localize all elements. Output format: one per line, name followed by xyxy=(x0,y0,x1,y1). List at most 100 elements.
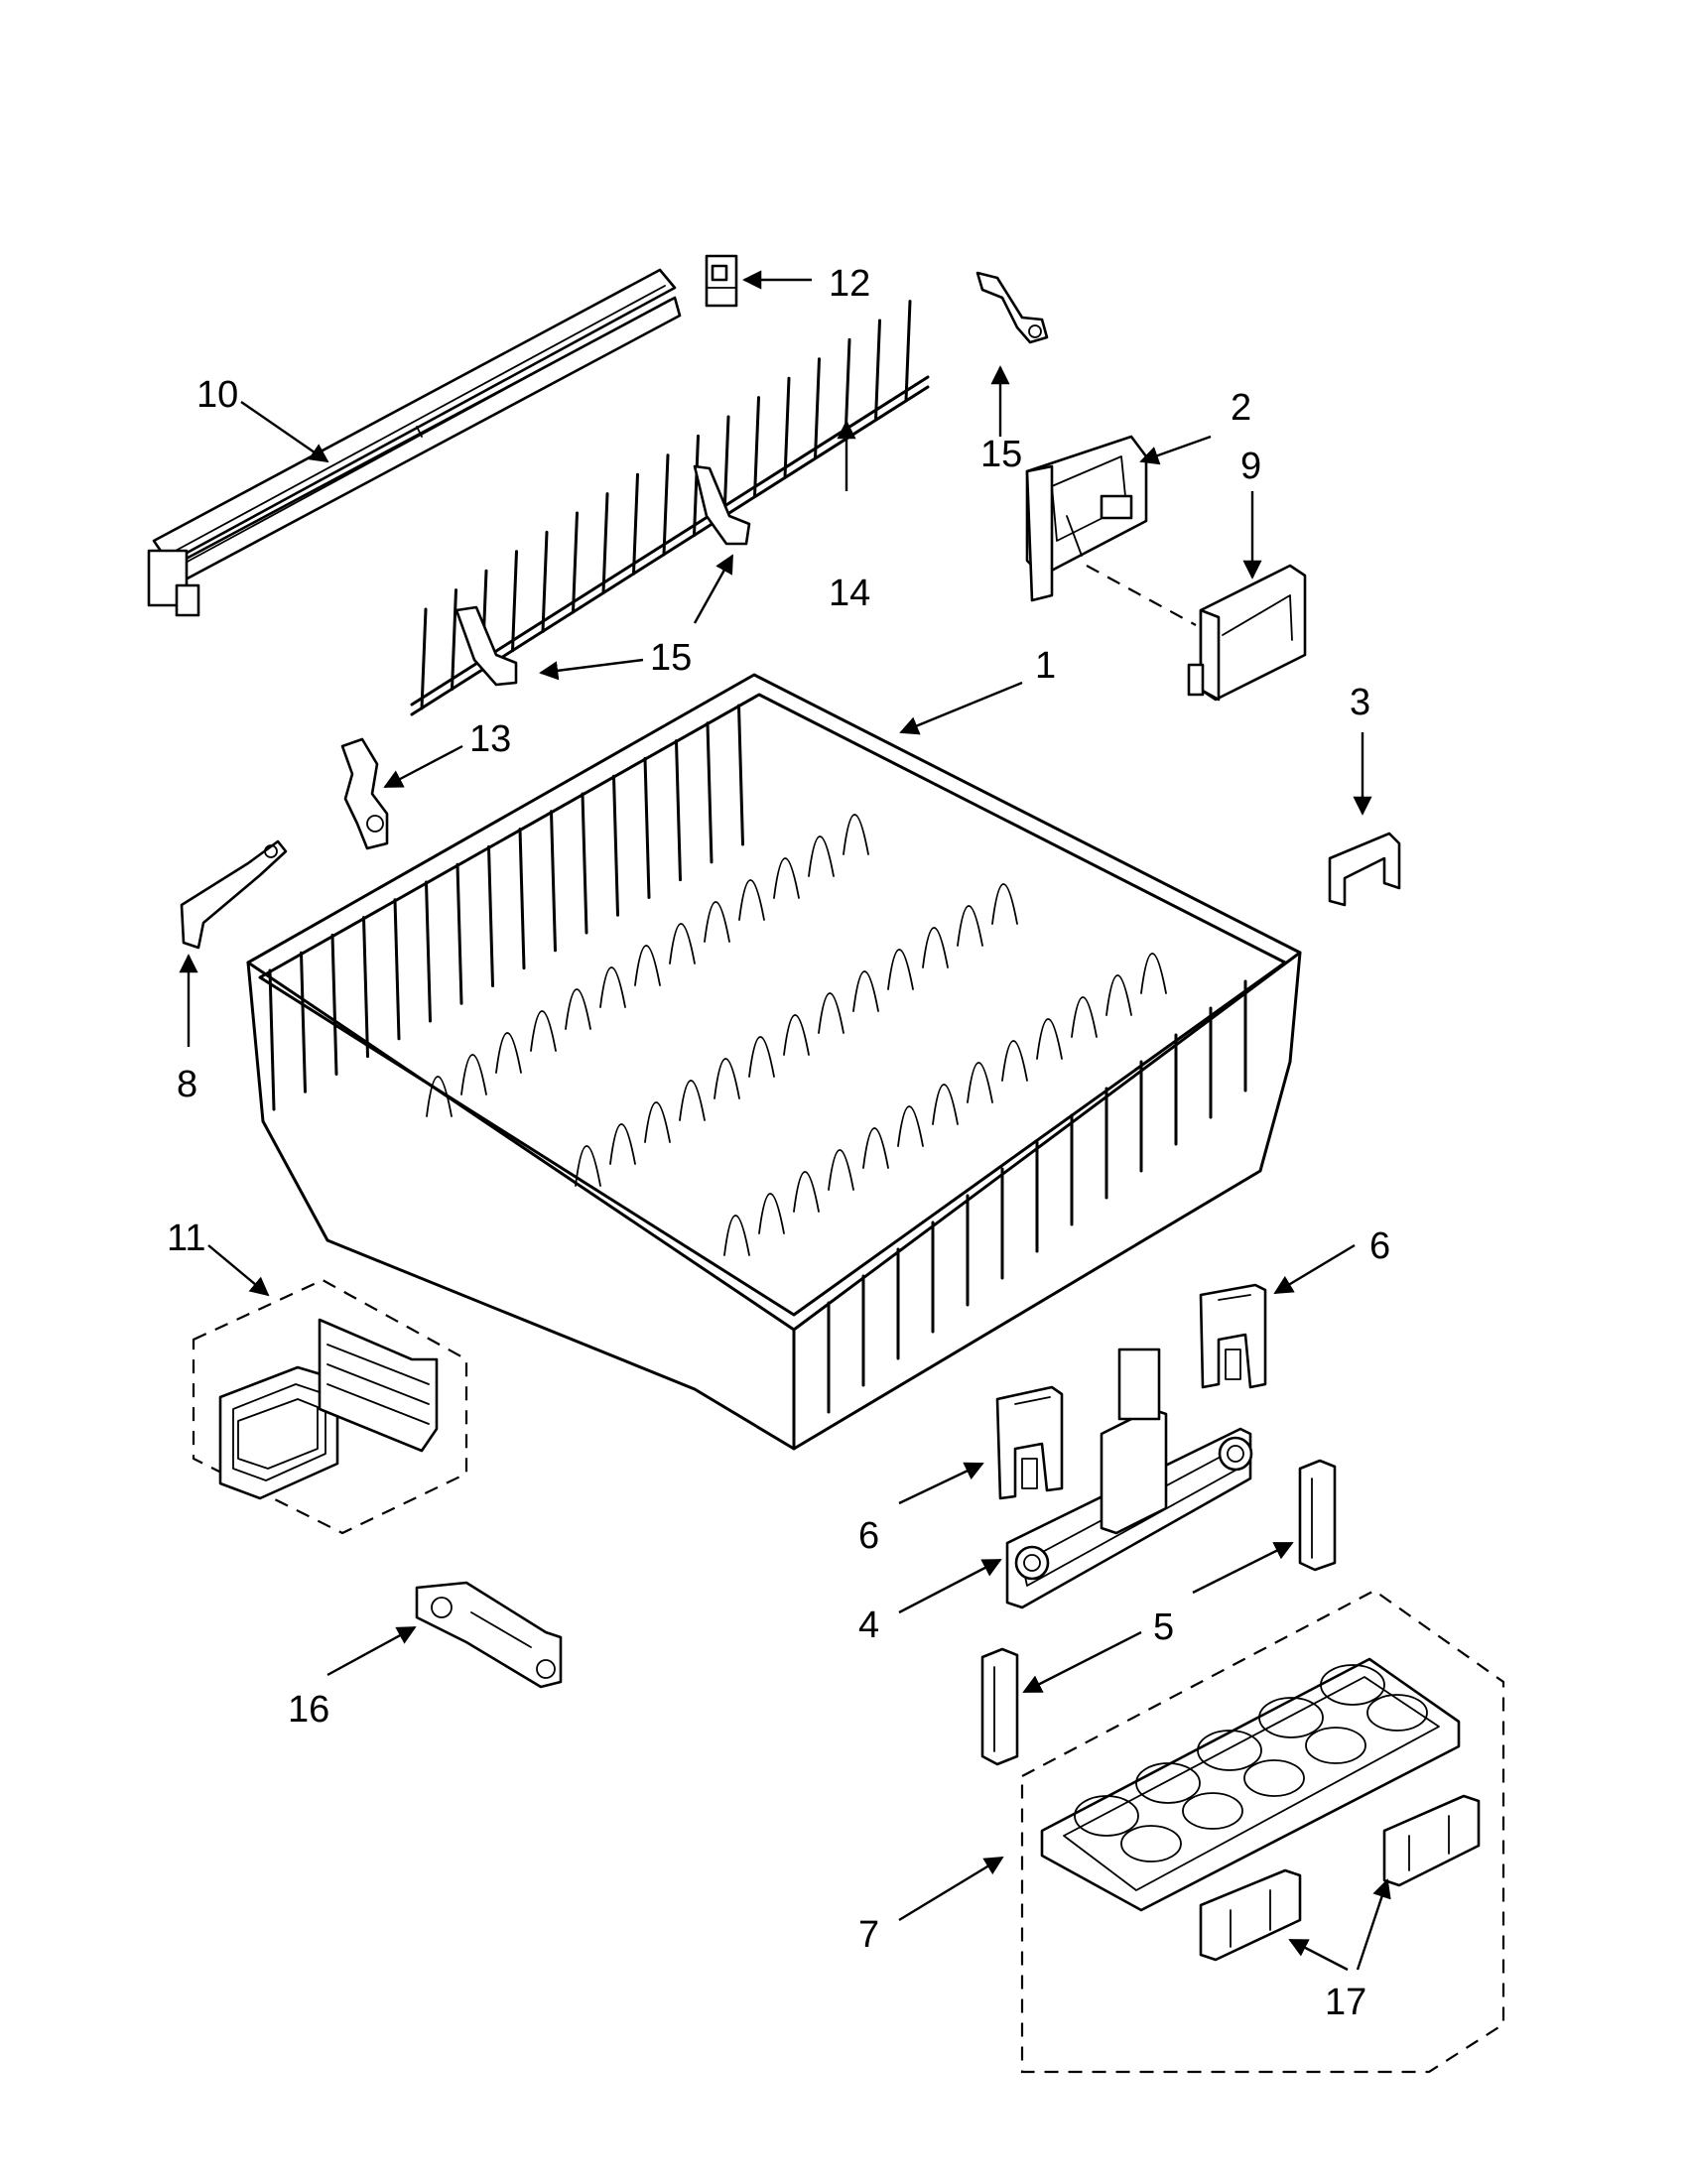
tray-cup-cell xyxy=(1120,1825,1182,1863)
rack-fold-tine xyxy=(669,923,696,964)
part-5-clip-right xyxy=(1298,1459,1337,1572)
tray-cup-cell xyxy=(1320,1664,1385,1706)
tine-wire xyxy=(511,550,518,653)
tray-cup-cell xyxy=(1243,1759,1305,1797)
part-3-clip xyxy=(1328,832,1401,907)
part-2-adjuster-bracket xyxy=(1025,435,1148,602)
tine-wire xyxy=(693,434,700,537)
part-15-clip-top xyxy=(975,271,1049,344)
tray-cup-cell xyxy=(1074,1795,1139,1837)
rack-fold-tine xyxy=(922,927,949,968)
rack-fold-tine xyxy=(495,1032,522,1074)
tine-wire xyxy=(662,453,670,557)
callout-labels: 1 2 3 4 5 6 6 7 8 9 10 11 12 13 14 15 15… xyxy=(167,263,1390,2023)
tine-wire xyxy=(541,530,549,633)
part-17-clip-left xyxy=(1199,1868,1302,1962)
rack-fold-tine xyxy=(748,1036,775,1078)
rack-wire xyxy=(268,968,276,1111)
part-4-adjuster-assembly xyxy=(1005,1348,1253,1609)
tray-cup-cell xyxy=(1197,1730,1262,1771)
tine-wire xyxy=(874,319,881,422)
rack-fold-tine xyxy=(599,966,626,1008)
rack-fold-tine xyxy=(897,1105,924,1147)
part-9-cover-plate xyxy=(1187,564,1307,702)
callout-6a: 6 xyxy=(1369,1225,1390,1267)
rack-fold-tine xyxy=(738,879,765,921)
tray-cup-cell xyxy=(1182,1792,1243,1830)
rack-fold-tine xyxy=(843,814,869,855)
rack-fold-tine xyxy=(679,1080,706,1121)
callout-17: 17 xyxy=(1325,1982,1366,2023)
rack-fold-tine xyxy=(1071,996,1098,1038)
rack-wire xyxy=(550,810,557,953)
part-8-lever xyxy=(180,839,288,950)
part-13-tine-clip xyxy=(340,737,389,850)
rack-fold-tine xyxy=(723,1215,750,1256)
rack-fold-tine xyxy=(1036,1018,1063,1060)
rack-fold-tine xyxy=(460,1054,487,1095)
rack-fold-tine xyxy=(818,992,844,1034)
part-6-clip-upper xyxy=(1199,1283,1267,1389)
callout-16: 16 xyxy=(288,1689,329,1731)
rack-fold-tine xyxy=(793,1171,820,1213)
tray-cup-cell xyxy=(1366,1694,1428,1732)
rack-fold-tine xyxy=(828,1149,854,1191)
callout-4: 4 xyxy=(858,1605,879,1646)
rack-wire xyxy=(612,774,619,917)
rack-fold-tine xyxy=(1105,974,1132,1016)
rack-fold-tine xyxy=(1001,1040,1028,1082)
part-17-clip-right xyxy=(1382,1794,1481,1887)
rack-fold-tine xyxy=(758,1193,785,1234)
rack-fold-tine xyxy=(957,905,983,947)
tine-wire xyxy=(722,415,730,518)
callout-1: 1 xyxy=(1035,645,1056,687)
part-10-rack-rail xyxy=(147,268,682,617)
part-12-clip xyxy=(705,254,738,308)
leader-lines xyxy=(179,270,1391,1972)
part-6-clip-lower xyxy=(995,1385,1064,1500)
rack-wire xyxy=(643,756,651,899)
tine-wire xyxy=(601,492,609,595)
rack-wire xyxy=(487,844,494,987)
rack-fold-tine xyxy=(530,1010,557,1052)
rack-fold-tine xyxy=(967,1062,993,1103)
callout-8: 8 xyxy=(177,1064,197,1105)
rack-wire xyxy=(581,792,588,935)
rack-fold-tine xyxy=(714,1058,740,1099)
tine-wire xyxy=(420,607,428,710)
rack-fold-tine xyxy=(575,1145,601,1187)
part-7-cup-shelf-assembly xyxy=(1020,1589,1505,2074)
callout-5: 5 xyxy=(1153,1606,1174,1648)
rack-wire xyxy=(425,880,432,1023)
rack-wire xyxy=(393,898,401,1041)
callout-11: 11 xyxy=(167,1218,205,1259)
callout-15b: 15 xyxy=(650,637,692,679)
tray-cup-cell xyxy=(1135,1762,1201,1804)
tray-cup-cell xyxy=(1305,1727,1366,1764)
rack-fold-tine xyxy=(609,1123,636,1165)
callout-7: 7 xyxy=(858,1914,879,1956)
rack-fold-tine xyxy=(634,945,661,986)
rack-fold-tine xyxy=(783,1014,810,1056)
rack-fold-tine xyxy=(991,883,1018,925)
tine-wire xyxy=(904,300,912,403)
callout-9: 9 xyxy=(1240,446,1261,487)
rack-fold-tine xyxy=(565,988,591,1030)
rack-fold-tine xyxy=(773,857,800,899)
rack-wire xyxy=(675,739,682,882)
callout-10: 10 xyxy=(196,374,238,416)
rack-fold-tine xyxy=(704,901,730,943)
callout-15a: 15 xyxy=(980,434,1022,475)
tine-wire xyxy=(632,472,639,576)
tine-wire xyxy=(783,376,791,479)
rack-fold-tine xyxy=(644,1101,671,1143)
part-11-rack-handle-assembly xyxy=(192,1278,468,1535)
assembly-guide-line xyxy=(1086,565,1197,626)
part-15-clip-on-row xyxy=(454,464,751,687)
rack-fold-tine xyxy=(887,949,914,990)
rack-fold-tine xyxy=(808,835,835,877)
rack-wire xyxy=(737,704,744,846)
rack-wire xyxy=(455,862,463,1005)
rack-wire xyxy=(518,828,526,970)
